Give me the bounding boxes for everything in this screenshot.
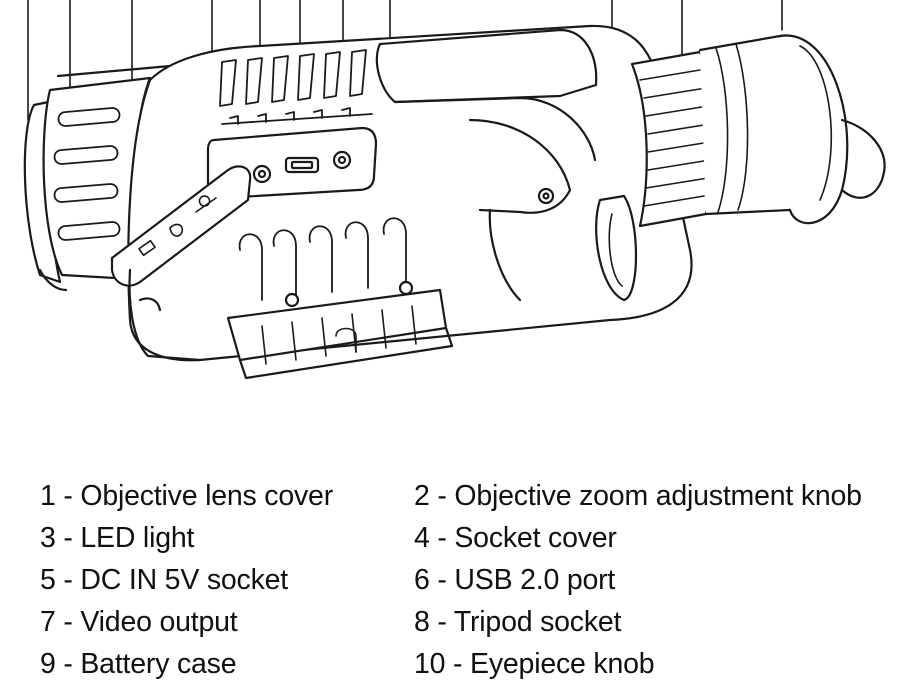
grip-ribs — [238, 217, 407, 301]
legend-item-4: 4 - Socket cover — [414, 522, 617, 554]
diagram-page: 1 - Objective lens cover 2 - Objective z… — [23, 0, 886, 680]
legend-item-7: 7 - Video output — [40, 606, 238, 638]
legend-item-8: 8 - Tripod socket — [414, 606, 622, 638]
battery-case — [128, 268, 202, 362]
eyecup — [698, 34, 886, 225]
socket-cover — [110, 165, 252, 287]
tripod-rail — [226, 280, 454, 380]
night-vision-monocular-drawing — [23, 0, 886, 380]
eyepiece-knob — [595, 50, 715, 302]
legend-item-1: 1 - Objective lens cover — [40, 480, 333, 512]
legend-item-9: 9 - Battery case — [40, 648, 237, 680]
legend-item-2: 2 - Objective zoom adjustment knob — [414, 480, 862, 512]
legend-item-5: 5 - DC IN 5V socket — [40, 564, 289, 596]
legend-item-10: 10 - Eyepiece knob — [414, 648, 655, 680]
legend-item-6: 6 - USB 2.0 port — [414, 564, 616, 596]
legend-item-3: 3 - LED light — [40, 522, 195, 554]
